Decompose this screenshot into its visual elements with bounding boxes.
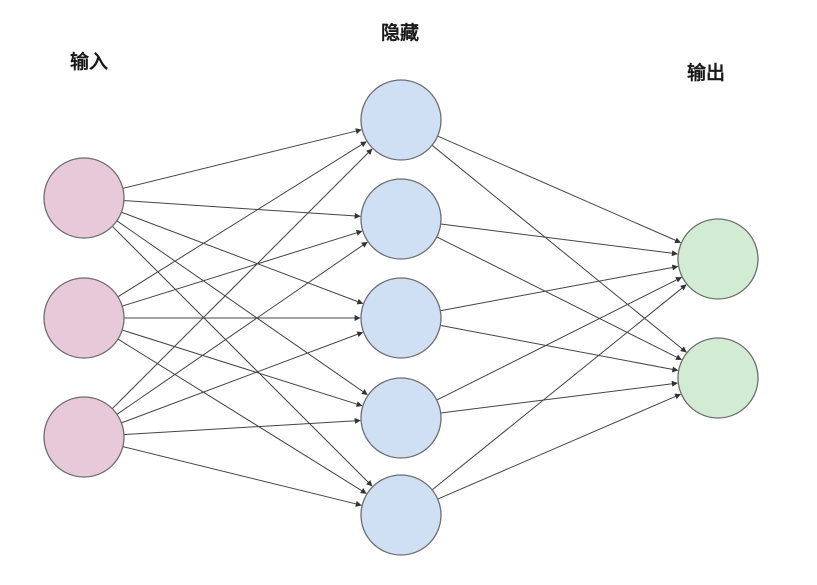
- connection-hidden-5-to-output-1: [431, 284, 687, 491]
- connection-input-2-to-hidden-4: [121, 329, 363, 407]
- hidden-node-3: [360, 277, 442, 359]
- input-layer-label: 输入: [70, 50, 108, 73]
- hidden-node-1: [360, 79, 442, 161]
- input-node-3: [43, 396, 125, 478]
- hidden-node-4: [360, 377, 442, 459]
- connection-hidden-1-to-output-2: [431, 144, 687, 353]
- connection-input-2-to-hidden-1: [117, 141, 367, 298]
- connection-input-1-to-hidden-1: [122, 128, 362, 189]
- connection-input-3-to-hidden-2: [116, 241, 368, 415]
- hidden-node-2: [360, 178, 442, 260]
- connection-hidden-3-to-output-2: [440, 324, 679, 373]
- connection-hidden-2-to-output-2: [436, 236, 682, 361]
- connection-input-1-to-hidden-4: [116, 220, 368, 396]
- connection-input-3-to-hidden-5: [122, 446, 362, 507]
- connection-hidden-3-to-output-1: [440, 264, 679, 312]
- connection-input-3-to-hidden-1: [111, 148, 373, 410]
- hidden-layer-label: 隐藏: [381, 21, 419, 44]
- output-layer-label: 输出: [687, 61, 725, 84]
- connection-input-2-to-hidden-2: [122, 229, 363, 307]
- connection-input-1-to-hidden-2: [123, 200, 361, 219]
- connection-input-3-to-hidden-4: [123, 417, 361, 436]
- hidden-node-5: [360, 474, 442, 556]
- connection-hidden-2-to-output-1: [440, 223, 678, 257]
- connection-input-1-to-hidden-3: [121, 211, 364, 305]
- input-node-1: [43, 157, 125, 239]
- connection-hidden-4-to-output-2: [440, 380, 678, 414]
- connection-hidden-5-to-output-2: [437, 393, 681, 500]
- connection-input-3-to-hidden-3: [121, 331, 364, 424]
- output-node-2: [677, 337, 759, 419]
- connection-hidden-4-to-output-1: [436, 276, 682, 401]
- input-node-2: [43, 277, 125, 359]
- connection-input-2-to-hidden-5: [117, 338, 367, 494]
- neurons: [43, 79, 759, 556]
- output-node-1: [677, 218, 759, 300]
- connection-input-1-to-hidden-5: [111, 225, 373, 487]
- connection-hidden-1-to-output-1: [437, 135, 682, 244]
- connections: [111, 128, 687, 507]
